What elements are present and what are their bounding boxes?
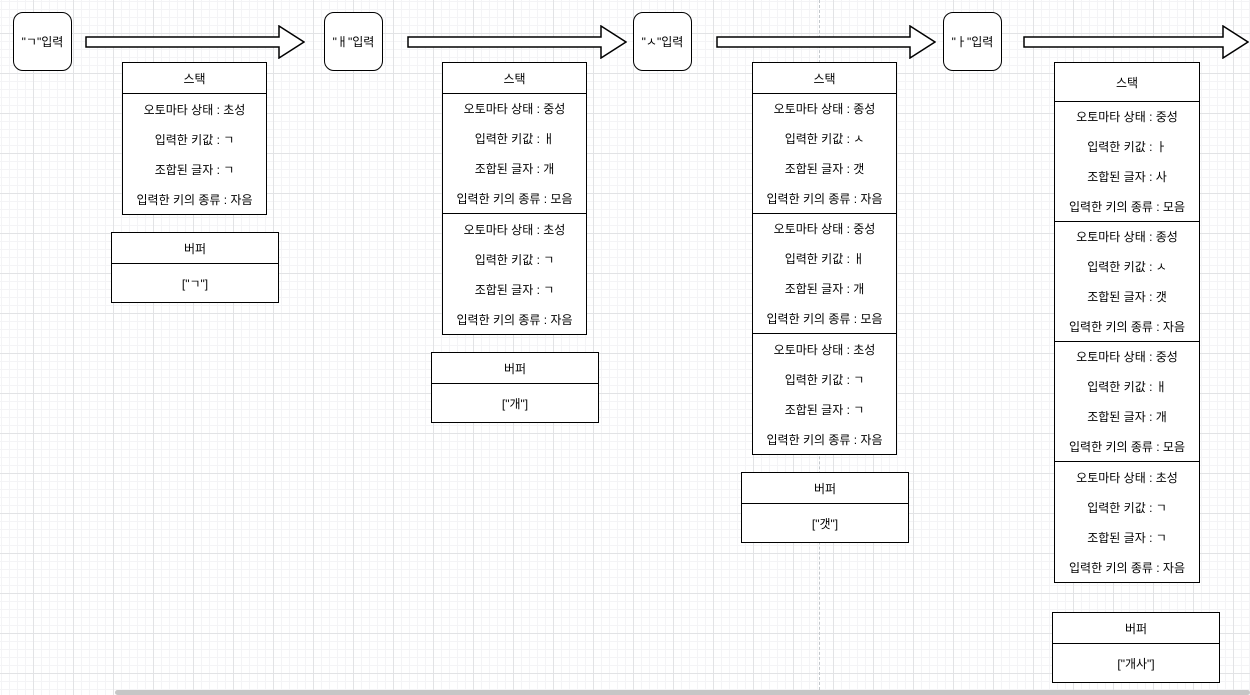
stack-row-letter: 조합된 글자 : ㄱ <box>784 402 865 417</box>
stack-row-key: 입력한 키값 : ㄱ <box>154 132 235 147</box>
stack-row-letter: 조합된 글자 : ㄱ <box>154 162 235 177</box>
buffer-table-step3[interactable]: 버퍼 ["갯"] <box>741 472 909 543</box>
stack-row-key: 입력한 키값 : ㅏ <box>1087 140 1167 155</box>
flow-arrow-icon[interactable] <box>716 25 936 59</box>
stack-title: 스택 <box>443 63 586 94</box>
stack-row-key: 입력한 키값 : ㅐ <box>1087 380 1167 395</box>
stack-row-letter: 조합된 글자 : ㄱ <box>1087 530 1167 545</box>
stack-entry: 오토마타 상태 : 초성 입력한 키값 : ㄱ 조합된 글자 : ㄱ 입력한 키… <box>123 94 266 214</box>
stack-row-state: 오토마타 상태 : 종성 <box>773 102 876 117</box>
buffer-title: 버퍼 <box>742 473 908 504</box>
stack-row-key: 입력한 키값 : ㄱ <box>474 252 555 267</box>
input-shape-a[interactable]: "ㅏ"입력 <box>943 12 1002 71</box>
input-shape-siot[interactable]: "ㅅ"입력 <box>633 12 692 71</box>
input-shape-giyeok[interactable]: "ㄱ"입력 <box>13 12 72 71</box>
stack-row-state: 오토마타 상태 : 중성 <box>1076 110 1178 125</box>
input-label: "ㅅ"입력 <box>641 35 684 49</box>
stack-row-kind: 입력한 키의 종류 : 모음 <box>766 311 883 326</box>
stack-row-state: 오토마타 상태 : 종성 <box>1076 230 1178 245</box>
buffer-table-step2[interactable]: 버퍼 ["개"] <box>431 352 599 423</box>
stack-entry: 오토마타 상태 : 중성 입력한 키값 : ㅐ 조합된 글자 : 개 입력한 키… <box>1055 342 1199 462</box>
flow-arrow-icon[interactable] <box>407 25 627 59</box>
buffer-value: ["개"] <box>501 396 529 411</box>
stack-entry: 오토마타 상태 : 초성 입력한 키값 : ㄱ 조합된 글자 : ㄱ 입력한 키… <box>443 214 586 334</box>
stack-table-step1[interactable]: 스택 오토마타 상태 : 초성 입력한 키값 : ㄱ 조합된 글자 : ㄱ 입력… <box>122 62 267 215</box>
stack-row-state: 오토마타 상태 : 중성 <box>463 102 566 117</box>
stack-table-step4[interactable]: 스택 오토마타 상태 : 중성 입력한 키값 : ㅏ 조합된 글자 : 사 입력… <box>1054 62 1200 583</box>
input-shape-ae[interactable]: "ㅐ"입력 <box>324 12 383 71</box>
stack-row-kind: 입력한 키의 종류 : 자음 <box>766 432 883 447</box>
stack-entry: 오토마타 상태 : 초성 입력한 키값 : ㄱ 조합된 글자 : ㄱ 입력한 키… <box>1055 462 1199 582</box>
stack-row-key: 입력한 키값 : ㄱ <box>784 372 865 387</box>
buffer-value: ["ㄱ"] <box>181 276 209 291</box>
flow-arrow-icon[interactable] <box>1023 25 1249 59</box>
stack-row-kind: 입력한 키의 종류 : 모음 <box>1068 199 1186 214</box>
stack-row-letter: 조합된 글자 : 개 <box>784 281 865 296</box>
stack-row-state: 오토마타 상태 : 초성 <box>463 222 566 237</box>
stack-row-letter: 조합된 글자 : 갯 <box>1087 289 1167 304</box>
stack-row-kind: 입력한 키의 종류 : 모음 <box>1068 439 1186 454</box>
stack-entry: 오토마타 상태 : 종성 입력한 키값 : ㅅ 조합된 글자 : 갯 입력한 키… <box>1055 222 1199 342</box>
horizontal-scrollbar[interactable] <box>115 690 1250 695</box>
stack-row-kind: 입력한 키의 종류 : 자음 <box>1068 319 1186 334</box>
stack-row-letter: 조합된 글자 : 갯 <box>784 161 865 176</box>
stack-row-key: 입력한 키값 : ㅐ <box>474 132 555 147</box>
flow-arrow-icon[interactable] <box>85 25 305 59</box>
stack-row-state: 오토마타 상태 : 중성 <box>1076 350 1178 365</box>
stack-row-key: 입력한 키값 : ㅐ <box>784 252 865 267</box>
stack-row-kind: 입력한 키의 종류 : 자음 <box>456 312 573 327</box>
stack-row-state: 오토마타 상태 : 중성 <box>773 222 876 237</box>
stack-entry: 오토마타 상태 : 중성 입력한 키값 : ㅏ 조합된 글자 : 사 입력한 키… <box>1055 102 1199 222</box>
stack-title: 스택 <box>123 63 266 94</box>
stack-entry: 오토마타 상태 : 종성 입력한 키값 : ㅅ 조합된 글자 : 갯 입력한 키… <box>753 94 896 214</box>
buffer-title: 버퍼 <box>1053 613 1219 644</box>
stack-row-letter: 조합된 글자 : 사 <box>1087 169 1167 184</box>
buffer-table-step1[interactable]: 버퍼 ["ㄱ"] <box>111 232 279 303</box>
input-label: "ㄱ"입력 <box>21 35 64 49</box>
stack-entry: 오토마타 상태 : 초성 입력한 키값 : ㄱ 조합된 글자 : ㄱ 입력한 키… <box>753 334 896 454</box>
stack-row-state: 오토마타 상태 : 초성 <box>773 342 876 357</box>
stack-table-step2[interactable]: 스택 오토마타 상태 : 중성 입력한 키값 : ㅐ 조합된 글자 : 개 입력… <box>442 62 587 335</box>
buffer-title: 버퍼 <box>112 233 278 264</box>
stack-entry: 오토마타 상태 : 중성 입력한 키값 : ㅐ 조합된 글자 : 개 입력한 키… <box>753 214 896 334</box>
stack-row-kind: 입력한 키의 종류 : 자음 <box>766 191 883 206</box>
stack-row-key: 입력한 키값 : ㅅ <box>784 132 865 147</box>
stack-title: 스택 <box>753 63 896 94</box>
stack-row-kind: 입력한 키의 종류 : 자음 <box>136 192 253 207</box>
stack-row-letter: 조합된 글자 : 개 <box>474 161 555 176</box>
stack-row-key: 입력한 키값 : ㄱ <box>1087 500 1167 515</box>
stack-row-letter: 조합된 글자 : 개 <box>1087 409 1167 424</box>
input-label: "ㅐ"입력 <box>332 35 375 49</box>
stack-row-state: 오토마타 상태 : 초성 <box>143 102 246 117</box>
buffer-title: 버퍼 <box>432 353 598 384</box>
stack-row-state: 오토마타 상태 : 초성 <box>1076 470 1178 485</box>
buffer-value: ["개사"] <box>1117 656 1155 671</box>
stack-row-kind: 입력한 키의 종류 : 모음 <box>456 191 573 206</box>
stack-row-kind: 입력한 키의 종류 : 자음 <box>1068 560 1186 575</box>
input-label: "ㅏ"입력 <box>951 35 994 49</box>
buffer-value: ["갯"] <box>811 516 839 531</box>
stack-row-letter: 조합된 글자 : ㄱ <box>474 282 555 297</box>
stack-row-key: 입력한 키값 : ㅅ <box>1087 260 1167 275</box>
stack-title: 스택 <box>1055 63 1199 102</box>
buffer-table-step4[interactable]: 버퍼 ["개사"] <box>1052 612 1220 683</box>
stack-entry: 오토마타 상태 : 중성 입력한 키값 : ㅐ 조합된 글자 : 개 입력한 키… <box>443 94 586 214</box>
stack-table-step3[interactable]: 스택 오토마타 상태 : 종성 입력한 키값 : ㅅ 조합된 글자 : 갯 입력… <box>752 62 897 455</box>
